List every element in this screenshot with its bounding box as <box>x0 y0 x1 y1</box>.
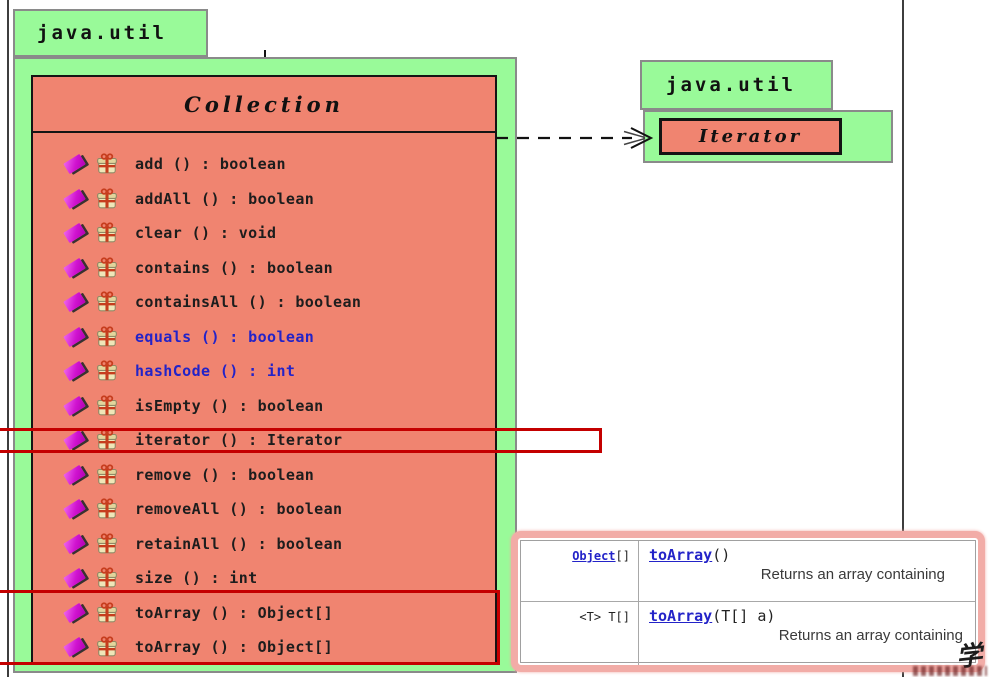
method-row[interactable]: addAll () : boolean <box>33 182 495 217</box>
doc-method-args: (T[] a) <box>712 607 776 625</box>
diamond-icon <box>53 223 95 244</box>
method-row[interactable]: size () : int <box>33 561 495 596</box>
gift-method-icon <box>95 636 119 658</box>
gift-method-icon <box>95 291 119 313</box>
method-signature: addAll () : boolean <box>135 189 315 208</box>
package-tab-javautil-right[interactable]: java.util <box>640 60 833 110</box>
gift-method-icon <box>95 602 119 624</box>
javadoc-excerpt-card: Object[] toArray() Returns an array cont… <box>511 531 985 672</box>
method-signature: toArray () : Object[] <box>135 603 334 622</box>
gift-method-icon <box>95 498 119 520</box>
dependency-arrow <box>496 127 654 149</box>
collection-class-title: Collection <box>33 77 495 133</box>
doc-return-type: Object[] <box>521 541 639 601</box>
method-row[interactable]: toArray () : Object[] <box>33 596 495 631</box>
doc-return-link[interactable]: Object <box>572 549 616 563</box>
gift-method-icon <box>95 222 119 244</box>
doc-description: Returns an array containing <box>778 627 963 644</box>
method-signature: iterator () : Iterator <box>135 431 343 450</box>
method-row[interactable]: hashCode () : int <box>33 354 495 389</box>
diamond-icon <box>53 395 95 416</box>
left-frame-line <box>7 0 9 677</box>
method-row[interactable]: containsAll () : boolean <box>33 285 495 320</box>
watermark-small-text <box>913 666 987 676</box>
gift-method-icon <box>95 188 119 210</box>
diamond-icon <box>53 188 95 209</box>
iterator-class-box[interactable]: Iterator <box>659 118 842 155</box>
doc-return-plain: <T> T[] <box>579 610 630 624</box>
method-signature: containsAll () : boolean <box>135 293 362 312</box>
gift-method-icon <box>95 257 119 279</box>
method-signature: toArray () : Object[] <box>135 638 334 657</box>
doc-return-type: <T> T[] <box>521 602 639 665</box>
doc-description: Returns an array containing <box>760 566 945 583</box>
doc-table-row: <T> T[] toArray(T[] a) Returns an array … <box>521 601 975 665</box>
doc-return-plain: [] <box>615 549 630 563</box>
doc-table: Object[] toArray() Returns an array cont… <box>520 540 976 665</box>
method-row[interactable]: retainAll () : boolean <box>33 527 495 562</box>
right-frame-line <box>902 0 904 677</box>
method-row[interactable]: clear () : void <box>33 216 495 251</box>
method-signature: retainAll () : boolean <box>135 534 343 553</box>
highlight-box-iterator-method <box>0 428 602 453</box>
gift-method-icon <box>95 153 119 175</box>
method-row[interactable]: add () : boolean <box>33 147 495 182</box>
method-row[interactable]: equals () : boolean <box>33 320 495 355</box>
gift-method-icon <box>95 326 119 348</box>
diamond-icon <box>53 533 95 554</box>
package-tab-label: java.util <box>37 22 167 44</box>
diamond-icon <box>53 361 95 382</box>
collection-class-box[interactable]: Collection add () : boolean <box>31 75 497 665</box>
highlight-box-toarray-methods <box>0 590 500 665</box>
diamond-icon <box>53 326 95 347</box>
method-signature: hashCode () : int <box>135 362 296 381</box>
method-signature: equals () : boolean <box>135 327 315 346</box>
method-signature: add () : boolean <box>135 155 286 174</box>
package-tab-javautil-left[interactable]: java.util <box>13 9 208 57</box>
doc-table-row: Object[] toArray() Returns an array cont… <box>521 541 975 601</box>
gift-method-icon <box>95 567 119 589</box>
doc-method-cell: toArray(T[] a) Returns an array containi… <box>639 602 975 665</box>
method-signature: remove () : boolean <box>135 465 315 484</box>
method-row[interactable]: isEmpty () : boolean <box>33 389 495 424</box>
method-signature: size () : int <box>135 569 258 588</box>
method-signature: isEmpty () : boolean <box>135 396 324 415</box>
method-list: add () : boolean addAll () : boolean <box>33 133 495 663</box>
package-tab-label: java.util <box>666 74 796 96</box>
doc-method-link[interactable]: toArray <box>649 546 713 564</box>
iterator-class-title: Iterator <box>698 126 803 147</box>
method-row[interactable]: iterator () : Iterator <box>33 423 495 458</box>
diamond-icon <box>53 499 95 520</box>
diamond-icon <box>53 568 95 589</box>
gift-method-icon <box>95 360 119 382</box>
method-signature: contains () : boolean <box>135 258 334 277</box>
gift-method-icon <box>95 464 119 486</box>
doc-method-cell: toArray() Returns an array containing <box>639 541 975 601</box>
gift-method-icon <box>95 395 119 417</box>
doc-method-link[interactable]: toArray <box>649 607 713 625</box>
method-row[interactable]: removeAll () : boolean <box>33 492 495 527</box>
diamond-icon <box>53 464 95 485</box>
method-signature: clear () : void <box>135 224 277 243</box>
method-row[interactable]: remove () : boolean <box>33 458 495 493</box>
diamond-icon <box>53 257 95 278</box>
doc-method-args: () <box>712 546 731 564</box>
diamond-icon <box>53 292 95 313</box>
gift-method-icon <box>95 429 119 451</box>
method-row[interactable]: toArray () : Object[] <box>33 630 495 663</box>
diamond-icon <box>53 154 95 175</box>
method-row[interactable]: contains () : boolean <box>33 251 495 286</box>
method-signature: removeAll () : boolean <box>135 500 343 519</box>
gift-method-icon <box>95 533 119 555</box>
